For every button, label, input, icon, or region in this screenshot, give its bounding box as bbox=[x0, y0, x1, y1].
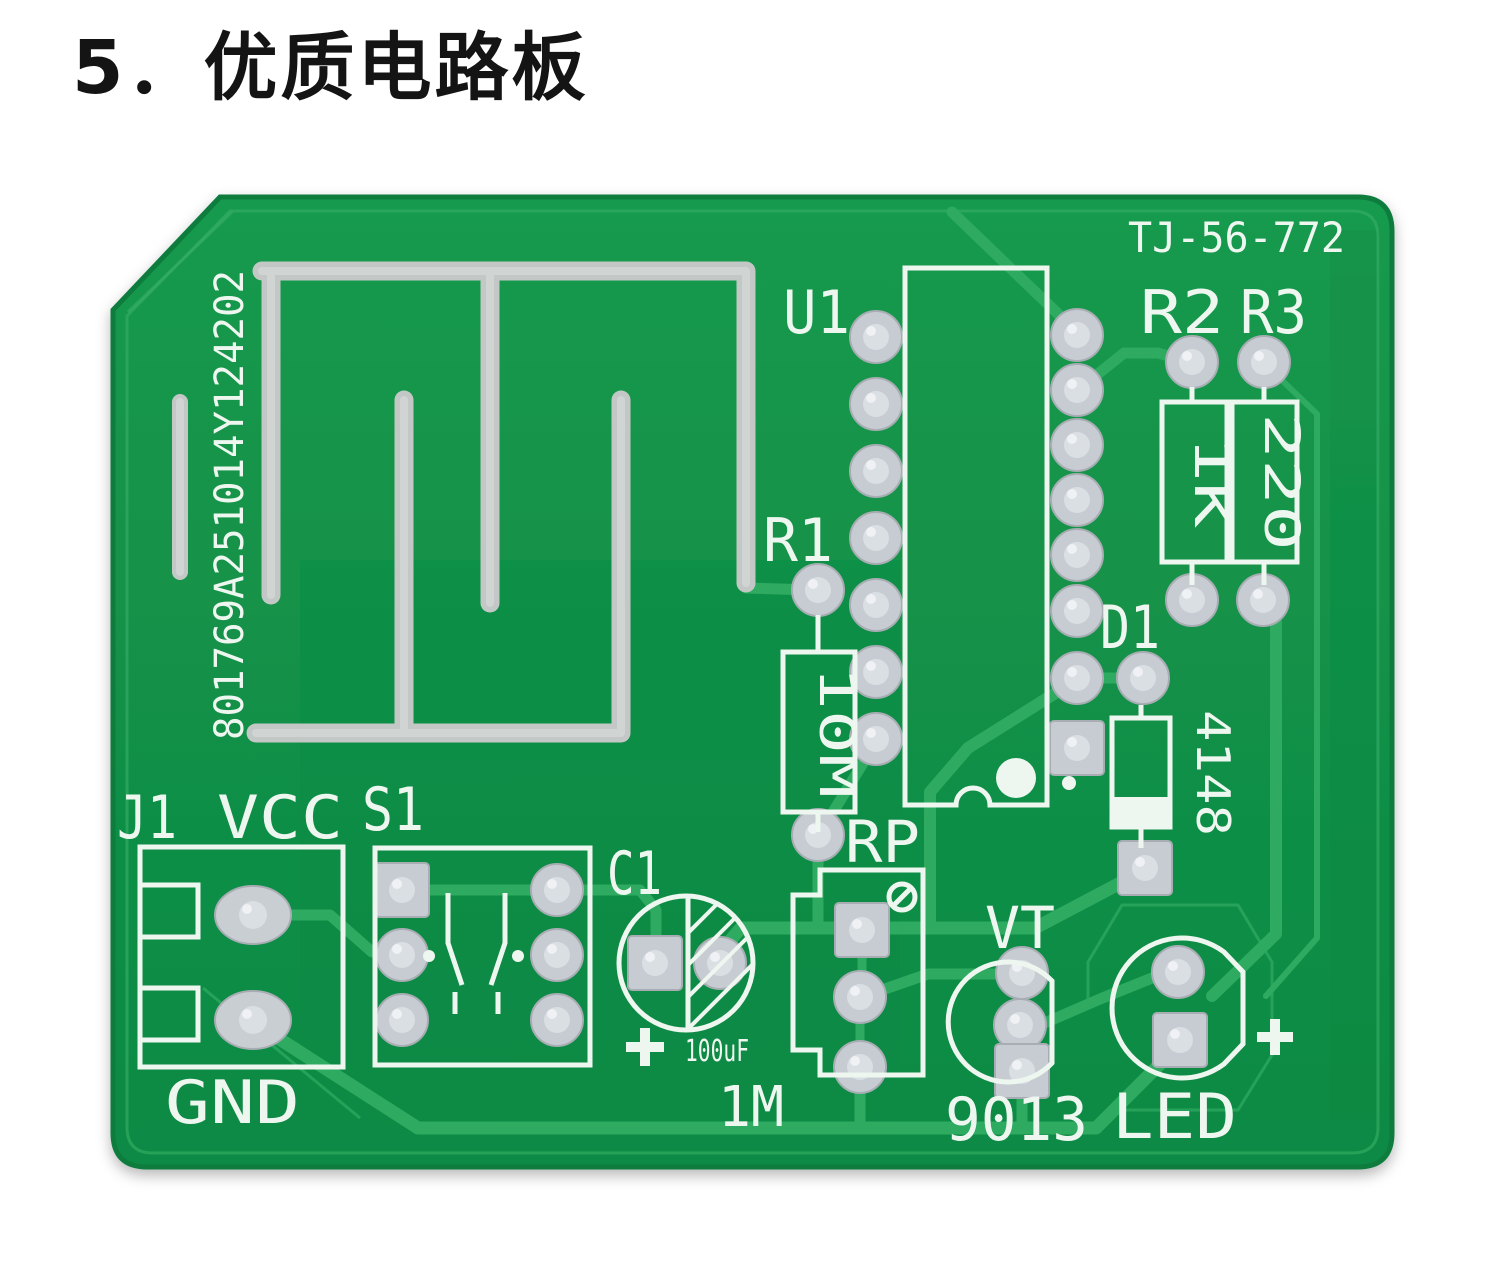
board-serial-number: 801769A251014Y124202 bbox=[207, 270, 253, 740]
page-title: 5．优质电路板 bbox=[72, 25, 589, 111]
label-vt-value: 9013 bbox=[945, 1085, 1088, 1155]
label-c1-value: 100uF bbox=[685, 1034, 749, 1069]
label-r2: R2 bbox=[1140, 278, 1224, 348]
pad bbox=[849, 444, 903, 498]
s1-switch-outline bbox=[372, 845, 593, 1068]
pad bbox=[849, 310, 903, 364]
label-r1: R1 bbox=[763, 506, 833, 576]
pad bbox=[1151, 945, 1205, 999]
pad bbox=[1152, 1012, 1208, 1068]
label-gnd: GND bbox=[165, 1068, 300, 1138]
s1-switch-symbol bbox=[445, 893, 508, 1014]
label-d1-value: 4148 bbox=[1186, 710, 1240, 836]
label-u1: U1 bbox=[783, 278, 850, 348]
pad bbox=[214, 990, 292, 1050]
rp-pot-outline bbox=[790, 867, 926, 1078]
label-r3-value: 220 bbox=[1253, 413, 1309, 551]
label-j1: J1 bbox=[117, 783, 177, 853]
label-vcc: VCC bbox=[217, 783, 343, 853]
pour-shade bbox=[1330, 230, 1380, 1120]
vt-transistor-outline bbox=[945, 959, 1055, 1085]
antenna-trace bbox=[172, 261, 756, 743]
pad bbox=[1050, 363, 1104, 417]
pad bbox=[833, 970, 887, 1024]
d1-pin-dot bbox=[1062, 776, 1076, 790]
pad bbox=[1050, 528, 1104, 582]
silkscreen-labels: TJ-56-772 801769A251014Y124202 U1 R1 R2 … bbox=[117, 213, 1345, 1155]
c1-plus-mark bbox=[626, 1028, 664, 1066]
pcb-board: TJ-56-772 801769A251014Y124202 U1 R1 R2 … bbox=[110, 194, 1395, 1170]
silkscreen-outlines bbox=[137, 265, 1300, 1085]
label-d1: D1 bbox=[1100, 593, 1160, 663]
board-model-code: TJ-56-772 bbox=[1128, 213, 1345, 262]
led-plus-mark bbox=[1257, 1019, 1293, 1055]
pad bbox=[849, 511, 903, 565]
rp-screw-slot-icon bbox=[886, 881, 918, 913]
label-led: LED bbox=[1112, 1080, 1237, 1153]
pad bbox=[375, 928, 429, 982]
pad bbox=[833, 1040, 887, 1094]
label-c1: C1 bbox=[607, 839, 662, 909]
pad bbox=[1049, 720, 1105, 776]
label-r2-value: 1K bbox=[1183, 436, 1239, 528]
pad bbox=[1050, 584, 1104, 638]
pad bbox=[530, 993, 584, 1047]
label-rp: RP bbox=[845, 808, 920, 876]
pad bbox=[849, 377, 903, 431]
pad bbox=[1050, 473, 1104, 527]
pad bbox=[530, 863, 584, 917]
pad bbox=[834, 902, 890, 958]
label-s1: S1 bbox=[362, 775, 424, 845]
label-vt: VT bbox=[985, 894, 1055, 962]
label-r3: R3 bbox=[1240, 278, 1307, 348]
pad bbox=[374, 862, 430, 918]
u1-pin1-dot bbox=[996, 758, 1036, 798]
pad bbox=[1050, 418, 1104, 472]
pad bbox=[1050, 651, 1104, 705]
board-edge-ring bbox=[125, 209, 1380, 1155]
pad bbox=[214, 885, 292, 945]
pad bbox=[1050, 308, 1104, 362]
pad bbox=[375, 993, 429, 1047]
led-outline bbox=[1109, 935, 1246, 1081]
pour-boundary bbox=[126, 210, 234, 314]
label-rp-value: 1M bbox=[718, 1075, 784, 1140]
label-r1-value: 10M bbox=[808, 666, 864, 798]
pad bbox=[627, 935, 683, 991]
pad bbox=[1117, 840, 1173, 896]
pad bbox=[530, 928, 584, 982]
pour-boundary-led bbox=[1086, 903, 1274, 1112]
j1-connector-outline bbox=[137, 844, 346, 1070]
u1-ic-outline bbox=[902, 265, 1050, 808]
pad bbox=[849, 578, 903, 632]
d1-cathode-band bbox=[1112, 797, 1170, 827]
